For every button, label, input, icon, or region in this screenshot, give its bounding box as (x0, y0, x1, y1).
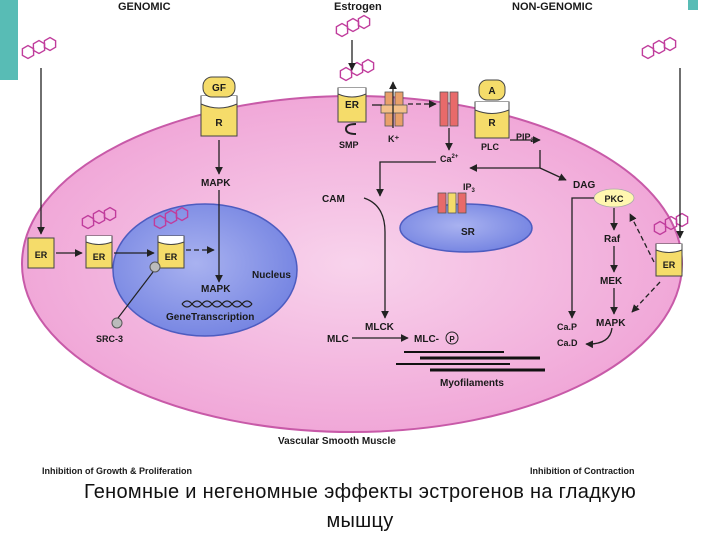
membrane-er-receptor: ER (337, 87, 367, 135)
er-box-c: ER (157, 235, 185, 269)
mlc-p-label: MLC- (414, 334, 439, 345)
ip3-channel-icon (437, 192, 467, 214)
ring-shape (103, 206, 117, 222)
sr-label: SR (461, 227, 476, 238)
svg-text:ER: ER (165, 252, 178, 262)
ring-shape (350, 61, 364, 77)
k-channel-icon (380, 91, 408, 127)
k-plus-label: K⁺ (388, 134, 399, 144)
dna-icon (181, 300, 253, 308)
caption-line-2: мышцу (326, 510, 394, 532)
estrogen-molecule-icon (335, 14, 371, 38)
estrogen-molecule-icon (653, 212, 689, 236)
gene-transcription-label: GeneTranscription (166, 312, 254, 323)
mlck-label: MLCK (365, 322, 395, 333)
ring-shape (21, 44, 35, 60)
a-label: A (488, 86, 495, 97)
inhibition-contraction-label: Inhibition of Contraction (530, 466, 634, 476)
genomic-label: GENOMIC (118, 1, 171, 13)
mapk-right-label: MAPK (596, 318, 626, 329)
ring-shape (339, 66, 353, 82)
vsm-label: Vascular Smooth Muscle (278, 436, 396, 447)
src3-dot-nucleus (149, 261, 161, 273)
ca-channel-icon (439, 91, 459, 127)
right-edge-strip (698, 0, 720, 480)
pip2-label: PIP2 (516, 132, 535, 144)
svg-text:ER: ER (93, 252, 106, 262)
mapk-nucleus-label: MAPK (201, 284, 231, 295)
caption-line-1: Геномные и негеномные эффекты эстрогенов… (83, 481, 637, 503)
ring-shape (361, 58, 375, 74)
ca2-label: Ca2+ (440, 154, 459, 164)
ring-shape (335, 22, 349, 38)
a-receptor: A R (474, 79, 510, 139)
ring-shape (663, 36, 677, 52)
figure-caption: Геномные и негеномные эффекты эстрогенов… (0, 478, 720, 536)
pathway-arrows (37, 40, 684, 349)
phosphate-icon (445, 331, 459, 345)
src3-label: SRC-3 (96, 334, 123, 344)
svg-text:ER: ER (663, 260, 676, 270)
src3-dot (111, 317, 123, 329)
ip3-label: IP3 (463, 182, 476, 194)
ring-shape (652, 39, 666, 55)
ring-shape (675, 212, 689, 228)
estrogen-molecule-icon (21, 36, 57, 60)
dag-label: DAG (573, 180, 595, 191)
cad-label: Ca.D (557, 338, 578, 348)
r-right-label: R (488, 118, 496, 129)
raf-label: Raf (604, 234, 621, 245)
svg-text:ER: ER (35, 250, 48, 260)
cam-label: CAM (322, 194, 345, 205)
inhibition-growth-label: Inhibition of Growth & Proliferation (42, 466, 192, 476)
r-label: R (215, 118, 223, 129)
ring-shape (32, 39, 46, 55)
plc-label: PLC (481, 142, 500, 152)
estrogen-molecule-icon (641, 36, 677, 60)
left-edge-strip (0, 0, 16, 470)
gf-label: GF (212, 83, 226, 94)
ring-shape (357, 14, 371, 30)
ring-shape (175, 206, 189, 222)
pkc-label: PKC (604, 194, 624, 204)
mapk-top-label: MAPK (201, 178, 231, 189)
gf-receptor: GF R (200, 76, 238, 137)
ring-shape (43, 36, 57, 52)
mek-label: MEK (600, 276, 623, 287)
ring-shape (346, 17, 360, 33)
smp-label: SMP (339, 140, 359, 150)
estrogen-molecule-icon (339, 58, 375, 82)
myofilaments-label: Myofilaments (440, 378, 504, 389)
estrogen-molecule-icon (81, 206, 117, 230)
nucleus-label: Nucleus (252, 270, 291, 281)
er-box-a: ER (27, 237, 55, 269)
non-genomic-label: NON-GENOMIC (512, 1, 593, 13)
p-label: P (449, 335, 455, 344)
er-membrane-label: ER (345, 100, 360, 111)
mlc-label: MLC (327, 334, 349, 345)
myofilaments-icon (396, 351, 545, 372)
er-box-b: ER (85, 235, 113, 269)
estrogen-molecule-icon (153, 206, 189, 230)
er-box-right: ER (655, 243, 683, 277)
ring-shape (641, 44, 655, 60)
cap-label: Ca.P (557, 322, 577, 332)
estrogen-label: Estrogen (334, 1, 382, 13)
